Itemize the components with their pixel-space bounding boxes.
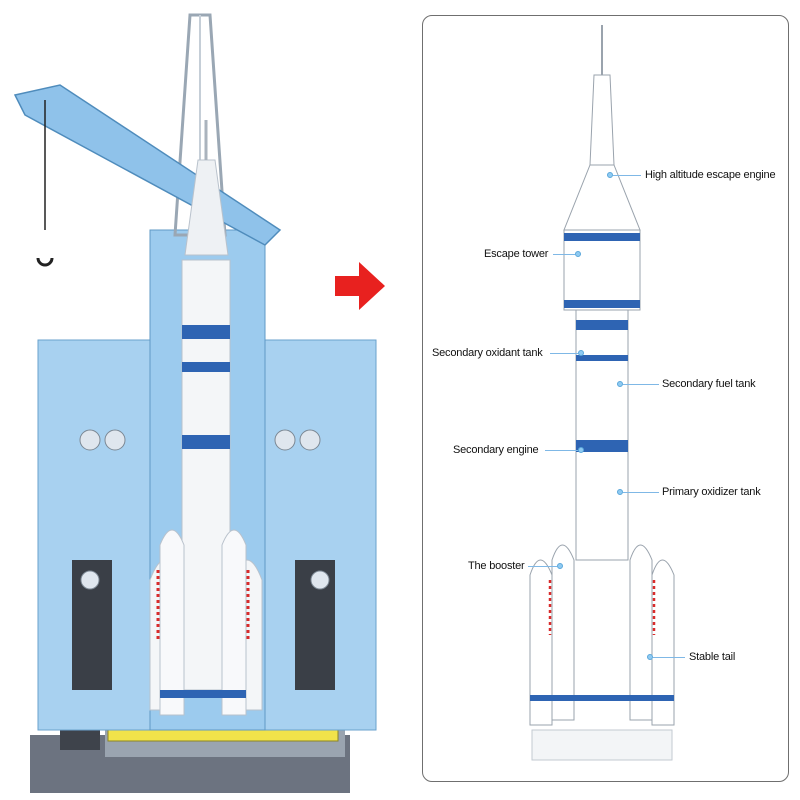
escape-tower-body xyxy=(563,229,641,311)
label-primary-oxidizer-tank: Primary oxidizer tank xyxy=(662,486,761,498)
core-stage xyxy=(575,309,629,561)
leader-dot xyxy=(647,654,653,660)
label-secondary-engine: Secondary engine xyxy=(453,444,539,456)
leader-line xyxy=(653,657,685,658)
leader-dot xyxy=(617,489,623,495)
leader-dot xyxy=(617,381,623,387)
leader-dot xyxy=(578,350,584,356)
leader-line xyxy=(613,175,641,176)
leader-dot xyxy=(575,251,581,257)
label-the-booster: The booster xyxy=(468,560,525,572)
right-arrow-icon xyxy=(335,262,385,310)
label-high-altitude-escape-engine: High altitude escape engine xyxy=(645,169,776,181)
rocket-nose xyxy=(184,159,229,256)
label-stable-tail: Stable tail xyxy=(689,651,736,663)
leader-line xyxy=(550,353,578,354)
leader-line xyxy=(623,492,659,493)
rocket-line-diagram xyxy=(529,25,675,761)
leader-line xyxy=(545,450,578,451)
label-secondary-fuel-tank: Secondary fuel tank xyxy=(662,378,756,390)
crane-jib xyxy=(13,84,282,246)
booster-left xyxy=(551,544,575,721)
leader-line xyxy=(528,566,557,567)
booster-right xyxy=(629,544,653,721)
leader-dot xyxy=(607,172,613,178)
label-secondary-oxidant-tank: Secondary oxidant tank xyxy=(432,347,543,359)
leader-dot xyxy=(557,563,563,569)
leader-dot xyxy=(578,447,584,453)
leader-line xyxy=(623,384,659,385)
launch-tower-model-illustration xyxy=(13,13,377,793)
leader-line xyxy=(553,254,575,255)
crane-hook xyxy=(36,257,54,267)
label-escape-tower: Escape tower xyxy=(484,248,549,260)
